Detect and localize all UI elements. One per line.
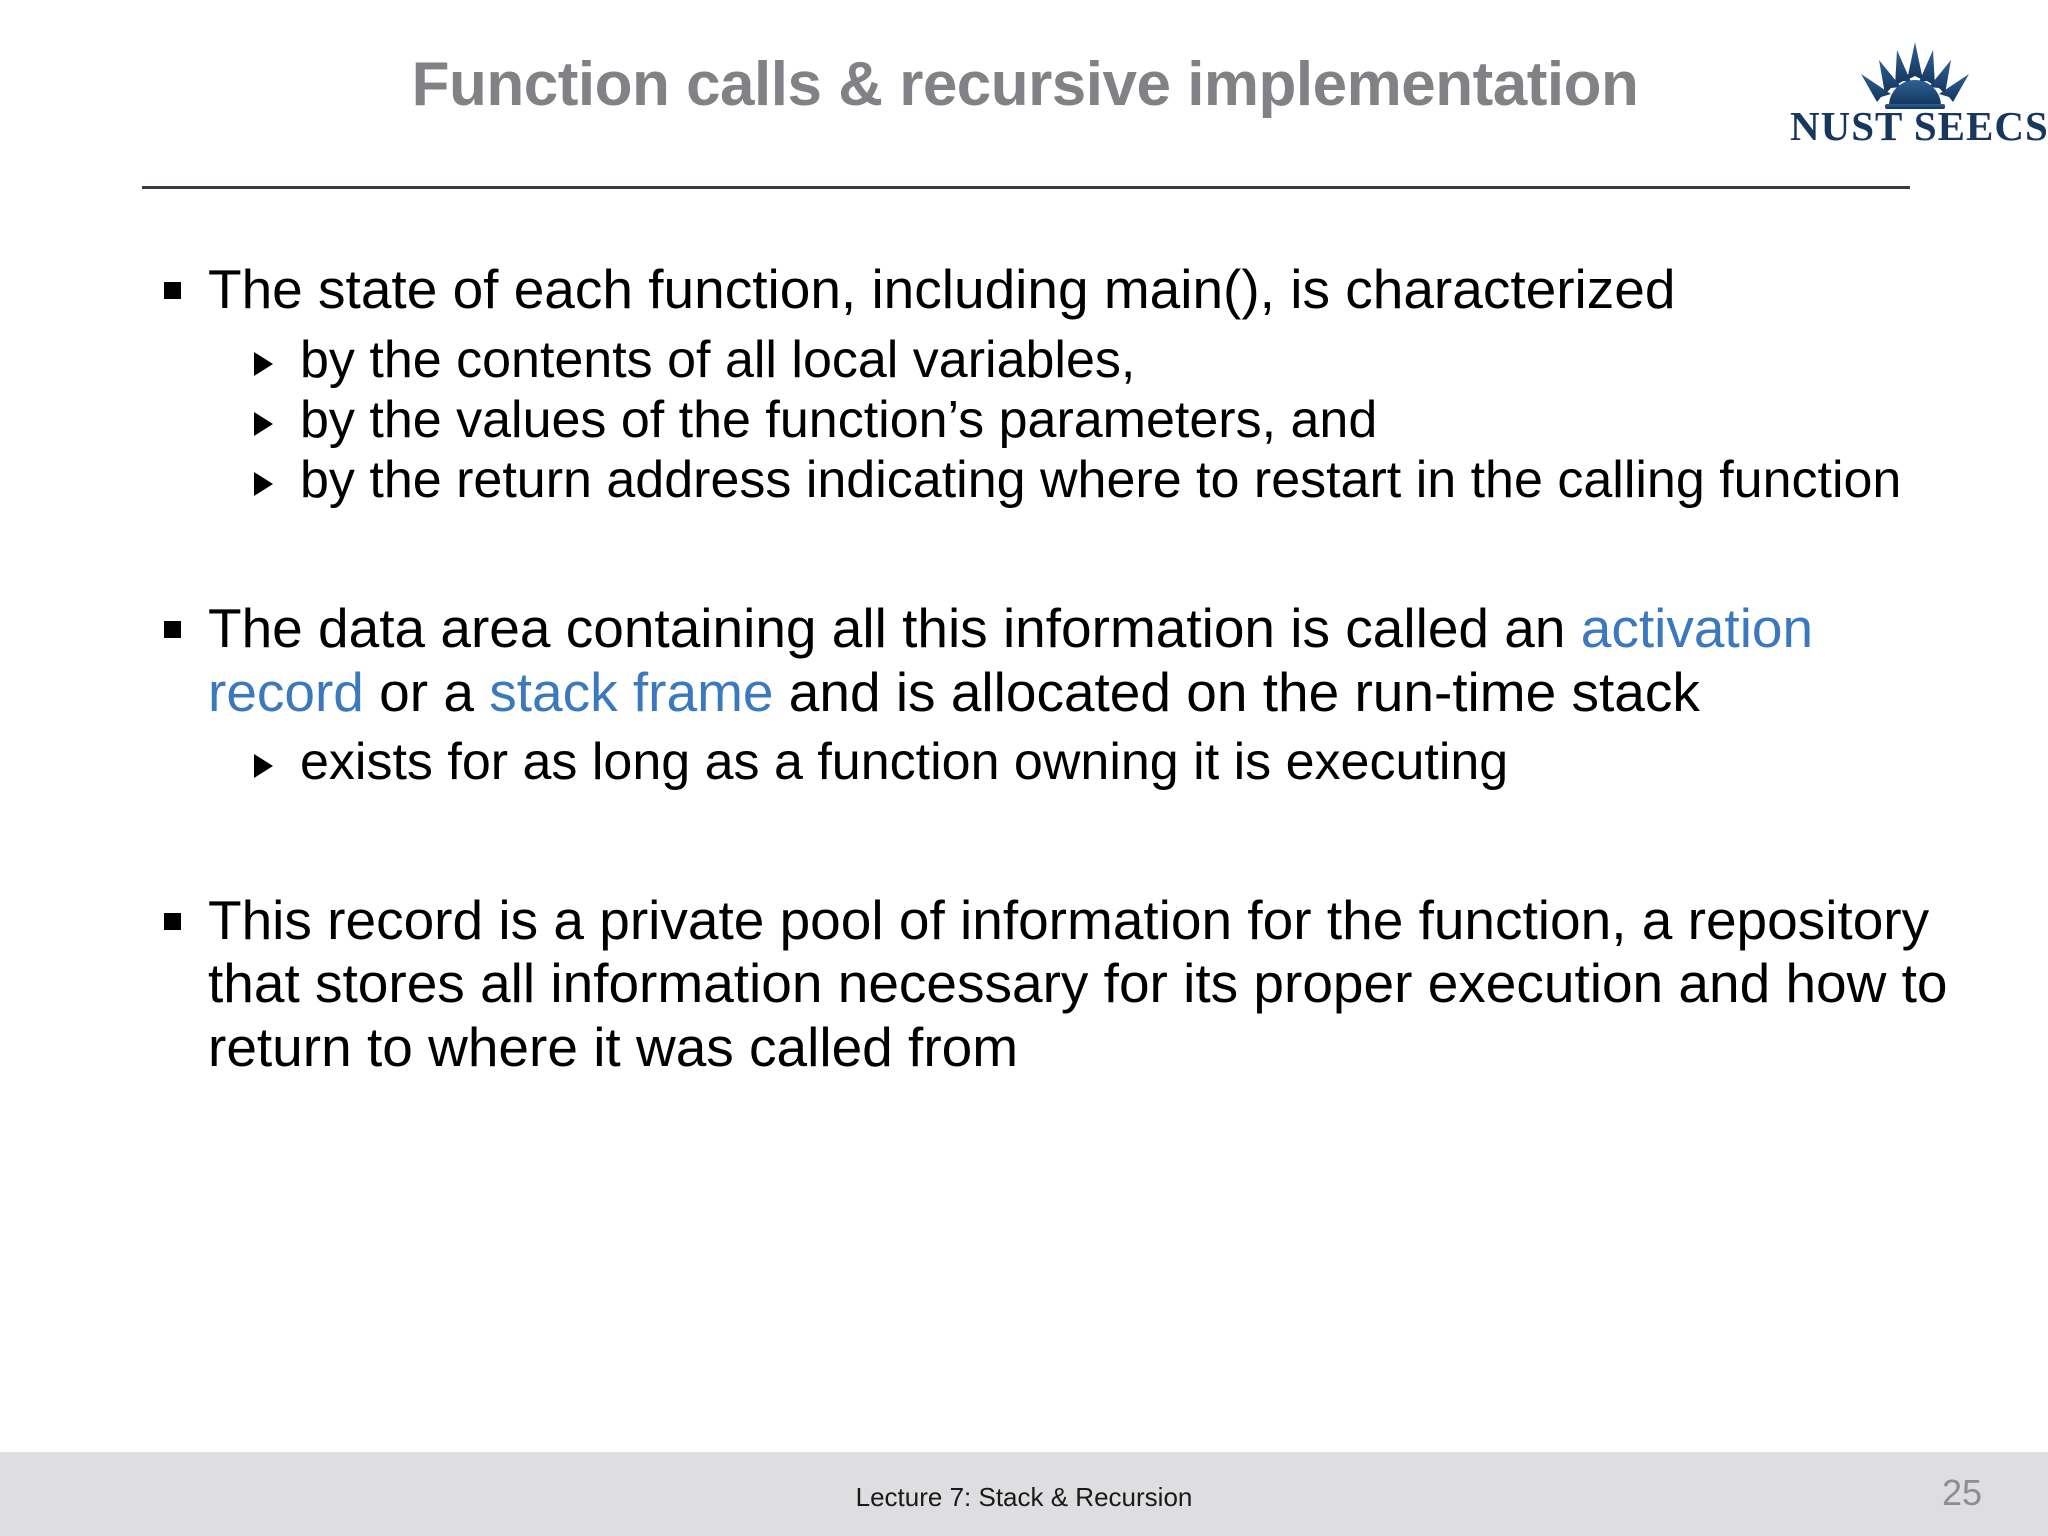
sub-bullet-text: exists for as long as a function owning … — [300, 733, 1509, 792]
highlight-term-stack-frame: stack frame — [489, 660, 774, 723]
slide-body: The state of each function, including ma… — [150, 258, 1960, 1080]
nust-seecs-logo: NUST SEECS — [1790, 40, 2048, 152]
triangle-bullet-icon — [254, 351, 273, 376]
bullet-block-3: This record is a private pool of informa… — [150, 889, 1960, 1080]
spacer — [150, 793, 1960, 889]
logo-wordmark: NUST SEECS — [1790, 103, 2048, 149]
bullet-item: This record is a private pool of informa… — [150, 889, 1960, 1080]
sub-bullet-item: by the return address indicating where t… — [150, 450, 1960, 510]
bullet-block-1: The state of each function, including ma… — [150, 258, 1960, 511]
sub-bullet-item: by the contents of all local variables, — [150, 330, 1960, 390]
nust-seecs-sunburst-icon — [1861, 42, 1969, 109]
sub-bullet-text: by the values of the function’s paramete… — [300, 391, 1378, 450]
spacer — [150, 322, 1960, 330]
bullet-text: The state of each function, including ma… — [208, 258, 1676, 320]
bullet-item: The data area containing all this inform… — [150, 597, 1960, 725]
bullet-text-mid: or a — [363, 660, 490, 723]
spacer — [150, 511, 1960, 597]
footer-label: Lecture 7: Stack & Recursion — [855, 1482, 1193, 1512]
page-title: Function calls & recursive implementatio… — [411, 50, 1639, 119]
sub-bullet-item: exists for as long as a function owning … — [150, 732, 1960, 792]
sub-bullet-text: by the return address indicating where t… — [300, 451, 1902, 510]
highlight-term-activation-record: activation record — [208, 596, 1814, 723]
square-bullet-icon — [164, 282, 181, 299]
sub-bullet-text: by the contents of all local variables, — [300, 330, 1136, 389]
page-number: 25 — [1941, 1472, 1982, 1513]
footer-bar — [0, 1452, 2048, 1536]
triangle-bullet-icon — [254, 412, 273, 437]
triangle-bullet-icon — [254, 754, 273, 779]
bullet-block-2: The data area containing all this inform… — [150, 597, 1960, 793]
bullet-text-tail: and is allocated on the run-time stack — [773, 660, 1700, 723]
triangle-bullet-icon — [254, 472, 273, 497]
sub-bullet-item: by the values of the function’s paramete… — [150, 390, 1960, 450]
bullet-item: The state of each function, including ma… — [150, 258, 1960, 322]
title-divider — [142, 186, 1910, 189]
square-bullet-icon — [164, 912, 181, 930]
bullet-text: This record is a private pool of informa… — [208, 888, 1948, 1079]
bullet-text-lead: The data area containing all this inform… — [208, 596, 1566, 659]
spacer — [150, 724, 1960, 732]
title-zone: Function calls & recursive implementatio… — [0, 52, 2048, 162]
square-bullet-icon — [164, 620, 181, 638]
